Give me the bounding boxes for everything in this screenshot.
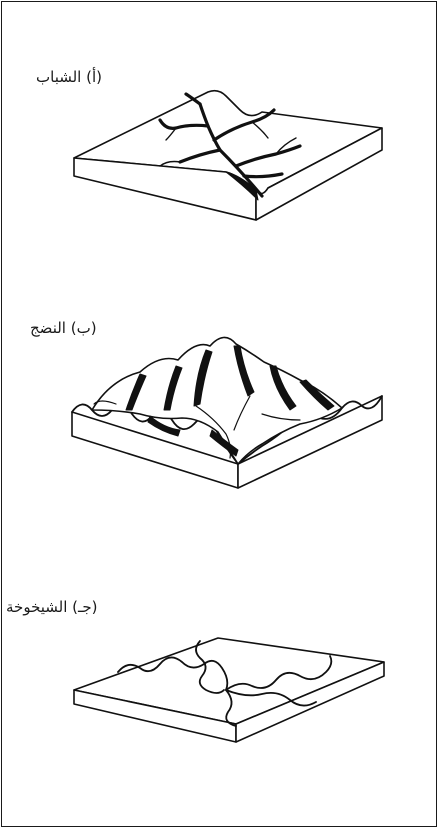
old-stage-landform bbox=[0, 0, 440, 830]
